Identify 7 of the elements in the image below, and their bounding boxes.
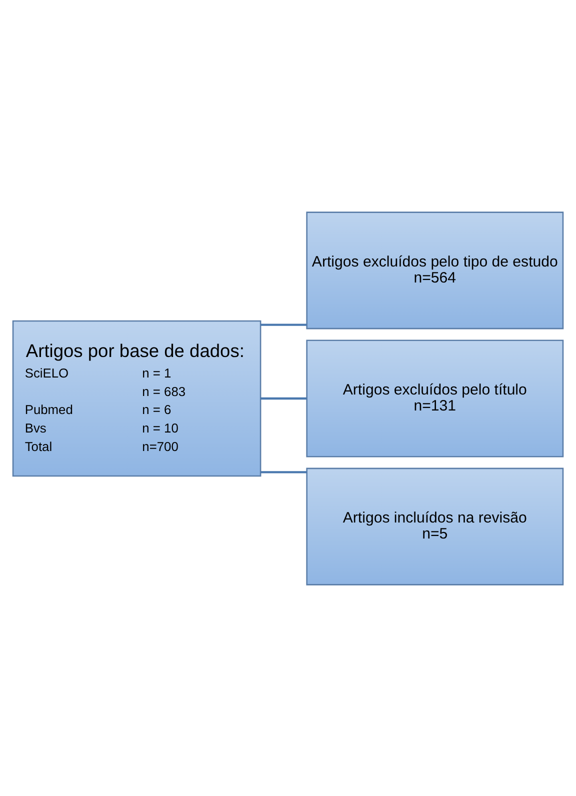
node-box: Artigos incluídos na revisão n=5 [306, 467, 564, 585]
node-box: Artigos por base de dados: SciELO n = 1 n = 683 Pubmed n = 6 Bvs n = 10 Total n=700 [12, 320, 262, 476]
node-box: Artigos excluídos pelo tipo de estudo n=564 [306, 211, 564, 329]
node-box: Artigos excluídos pelo título n=131 [306, 339, 564, 457]
connector [260, 323, 307, 326]
connector [260, 470, 307, 473]
connector [260, 396, 307, 400]
